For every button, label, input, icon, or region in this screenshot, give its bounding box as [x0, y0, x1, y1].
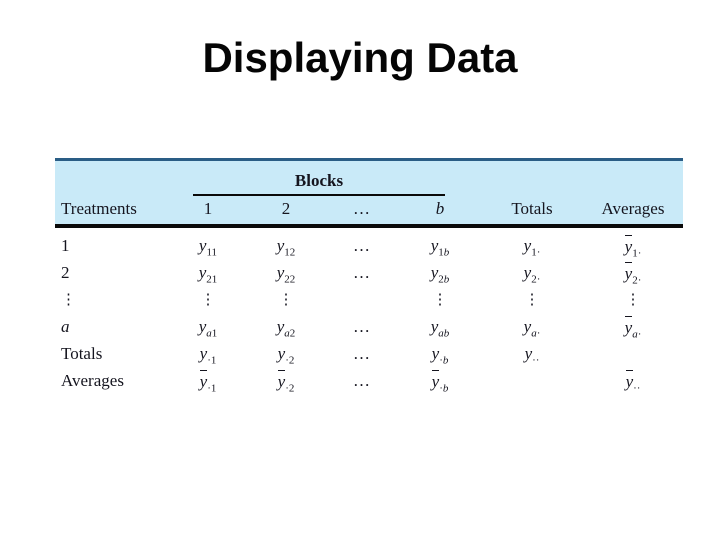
table-cell: y1· — [523, 235, 541, 258]
table-header: Blocks Treatments 1 2 … b Totals Averages — [55, 158, 683, 228]
table-header-row: Treatments 1 2 … b Totals Averages — [55, 197, 683, 221]
table-cell: yab — [430, 316, 450, 339]
table-cell: y1· — [624, 234, 642, 259]
table-row: Averages y·1 y·2 … y·b y·· — [55, 367, 683, 394]
table-cell: y2· — [523, 262, 541, 285]
table-cell: … — [353, 262, 370, 282]
row-label: Averages — [61, 370, 124, 390]
column-header: Averages — [601, 199, 665, 218]
table-cell: y11 — [198, 235, 218, 258]
table-row: ⋮ ⋮ ⋮ ⋮ ⋮ ⋮ — [55, 286, 683, 313]
table-cell: y·· — [625, 369, 641, 394]
table-row: Totals y·1 y·2 … y·b y·· — [55, 340, 683, 367]
column-header: 2 — [281, 199, 291, 218]
table-cell: ⋮ — [524, 292, 540, 308]
row-label: 2 — [61, 262, 70, 282]
table-cell: … — [353, 235, 370, 255]
table-row: a ya1 ya2 … yab ya· ya· — [55, 313, 683, 340]
row-label: Totals — [61, 343, 103, 363]
row-label: ⋮ — [61, 292, 76, 308]
table-cell: y12 — [276, 235, 296, 258]
table-cell: … — [353, 343, 370, 363]
table-cell: ya1 — [198, 316, 218, 339]
table-cell: y·1 — [199, 343, 217, 366]
row-label: 1 — [61, 235, 70, 255]
column-header: Totals — [511, 199, 553, 218]
table-cell: ⋮ — [278, 292, 294, 308]
table-cell: … — [353, 370, 370, 390]
blocks-group-header: Blocks — [193, 171, 445, 196]
table-cell: y·2 — [277, 343, 295, 366]
table-cell: y·2 — [277, 369, 295, 394]
table-row: 2 y21 y22 … y2b y2· y2· — [55, 259, 683, 286]
table-cell: y21 — [198, 262, 218, 285]
column-header: 1 — [203, 199, 213, 218]
table-cell: y1b — [430, 235, 450, 258]
table-row: 1 y11 y12 … y1b y1· y1· — [55, 232, 683, 259]
table-cell: y·b — [431, 343, 449, 366]
table-cell: y2· — [624, 261, 642, 286]
column-header: … — [353, 199, 370, 218]
slide-title: Displaying Data — [202, 34, 518, 81]
table-cell: … — [353, 316, 370, 336]
table-cell: ya2 — [276, 316, 296, 339]
column-header: Treatments — [61, 199, 137, 218]
table-cell: ⋮ — [625, 292, 641, 308]
table-cell: y·1 — [199, 369, 217, 394]
row-label: a — [61, 316, 70, 336]
table-cell: ⋮ — [200, 292, 216, 308]
table-cell: y22 — [276, 262, 296, 285]
table-cell: y2b — [430, 262, 450, 285]
table-cell: ⋮ — [432, 292, 448, 308]
table-cell: ya· — [523, 316, 541, 339]
blocks-label: Blocks — [294, 171, 344, 190]
table-cell: ya· — [624, 315, 642, 340]
table-cell: y·b — [431, 369, 449, 394]
table-cell: y·· — [524, 343, 540, 366]
column-header: b — [435, 199, 445, 218]
